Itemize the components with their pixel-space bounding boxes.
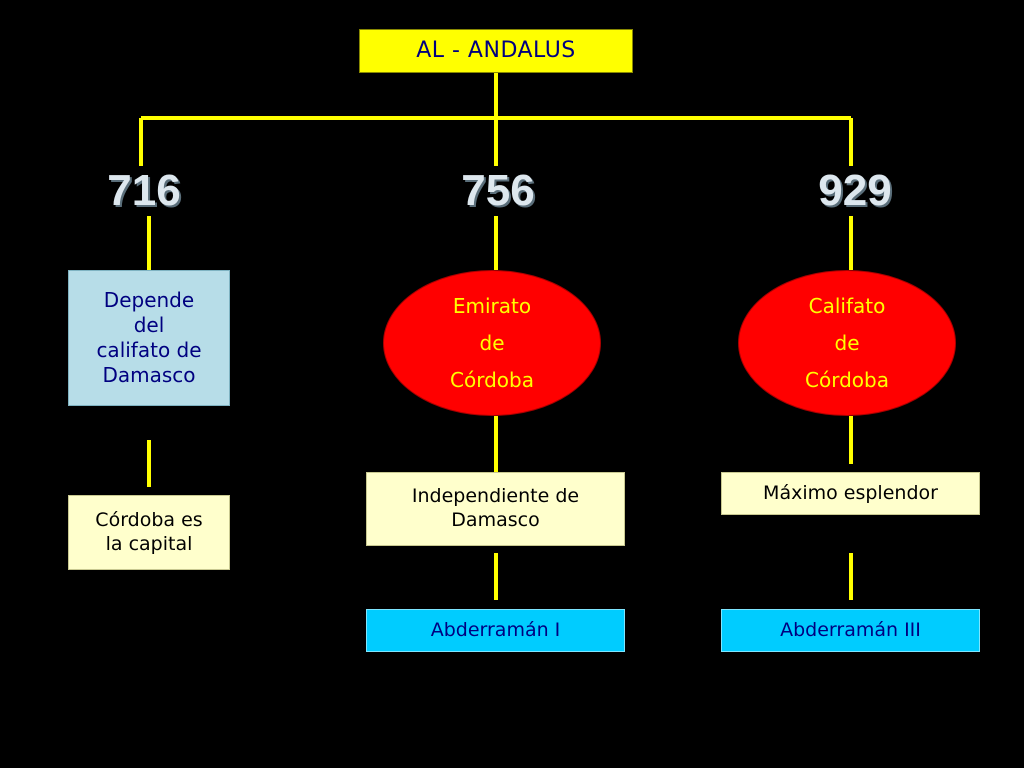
status-line: del	[133, 313, 165, 337]
ruler-box-756: Abderramán I	[366, 609, 625, 652]
year-929: 929	[818, 166, 892, 215]
splendor-box-929: Máximo esplendor	[721, 472, 980, 515]
status-box-716: Depende del califato de Damasco	[68, 270, 230, 406]
independence-box-756: Independiente de Damasco	[366, 472, 625, 546]
status-line: califato de	[96, 338, 202, 362]
entity-line: Emirato	[452, 293, 532, 318]
title-text: AL - ANDALUS	[416, 38, 576, 64]
year-756: 756	[461, 166, 535, 215]
emirate-ellipse: Emirato de Córdoba	[383, 270, 601, 416]
entity-line: de	[479, 330, 505, 355]
detail-line: Damasco	[451, 509, 540, 531]
ruler-box-929: Abderramán III	[721, 609, 980, 652]
ruler-name: Abderramán III	[780, 618, 921, 641]
capital-box-716: Córdoba es la capital	[68, 495, 230, 570]
entity-line: de	[834, 330, 860, 355]
detail-line: la capital	[105, 532, 193, 555]
entity-line: Califato	[808, 293, 886, 318]
detail-line: Córdoba es	[95, 508, 203, 531]
ruler-name: Abderramán I	[430, 618, 561, 641]
status-line: Depende	[103, 288, 195, 312]
status-line: Damasco	[102, 363, 196, 387]
detail-line: Independiente de	[411, 485, 580, 508]
detail-line: Máximo esplendor	[763, 481, 938, 504]
entity-line: Córdoba	[450, 367, 534, 392]
entity-line: Córdoba	[805, 367, 889, 392]
title-box: AL - ANDALUS	[359, 29, 633, 73]
year-716: 716	[107, 166, 181, 215]
caliphate-ellipse: Califato de Córdoba	[738, 270, 956, 416]
